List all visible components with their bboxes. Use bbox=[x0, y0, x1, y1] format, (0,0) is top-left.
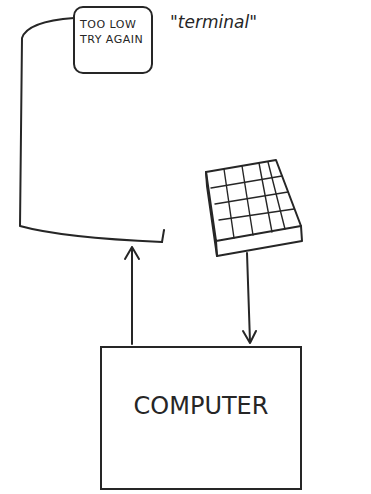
keyboard-wire bbox=[247, 253, 250, 342]
computer-box: COMPUTER bbox=[100, 346, 302, 490]
monitor-strokes bbox=[20, 7, 164, 242]
screen bbox=[74, 7, 152, 73]
connector-arrow bbox=[125, 247, 139, 344]
monitor-body bbox=[162, 230, 164, 242]
terminal-monitor: TOO LOW TRY AGAIN bbox=[16, 4, 168, 244]
keyboard-arrowhead bbox=[243, 331, 256, 343]
keyboard-keys bbox=[224, 162, 285, 238]
keyboard-front bbox=[216, 226, 302, 256]
terminal-label: "terminal" bbox=[170, 12, 257, 32]
keyboard-top bbox=[206, 160, 301, 241]
keyboard-side bbox=[206, 172, 217, 256]
box-text: COMPUTER bbox=[102, 392, 300, 420]
monitor-body bbox=[20, 18, 162, 242]
screen-text: TOO LOW TRY AGAIN bbox=[80, 17, 146, 47]
